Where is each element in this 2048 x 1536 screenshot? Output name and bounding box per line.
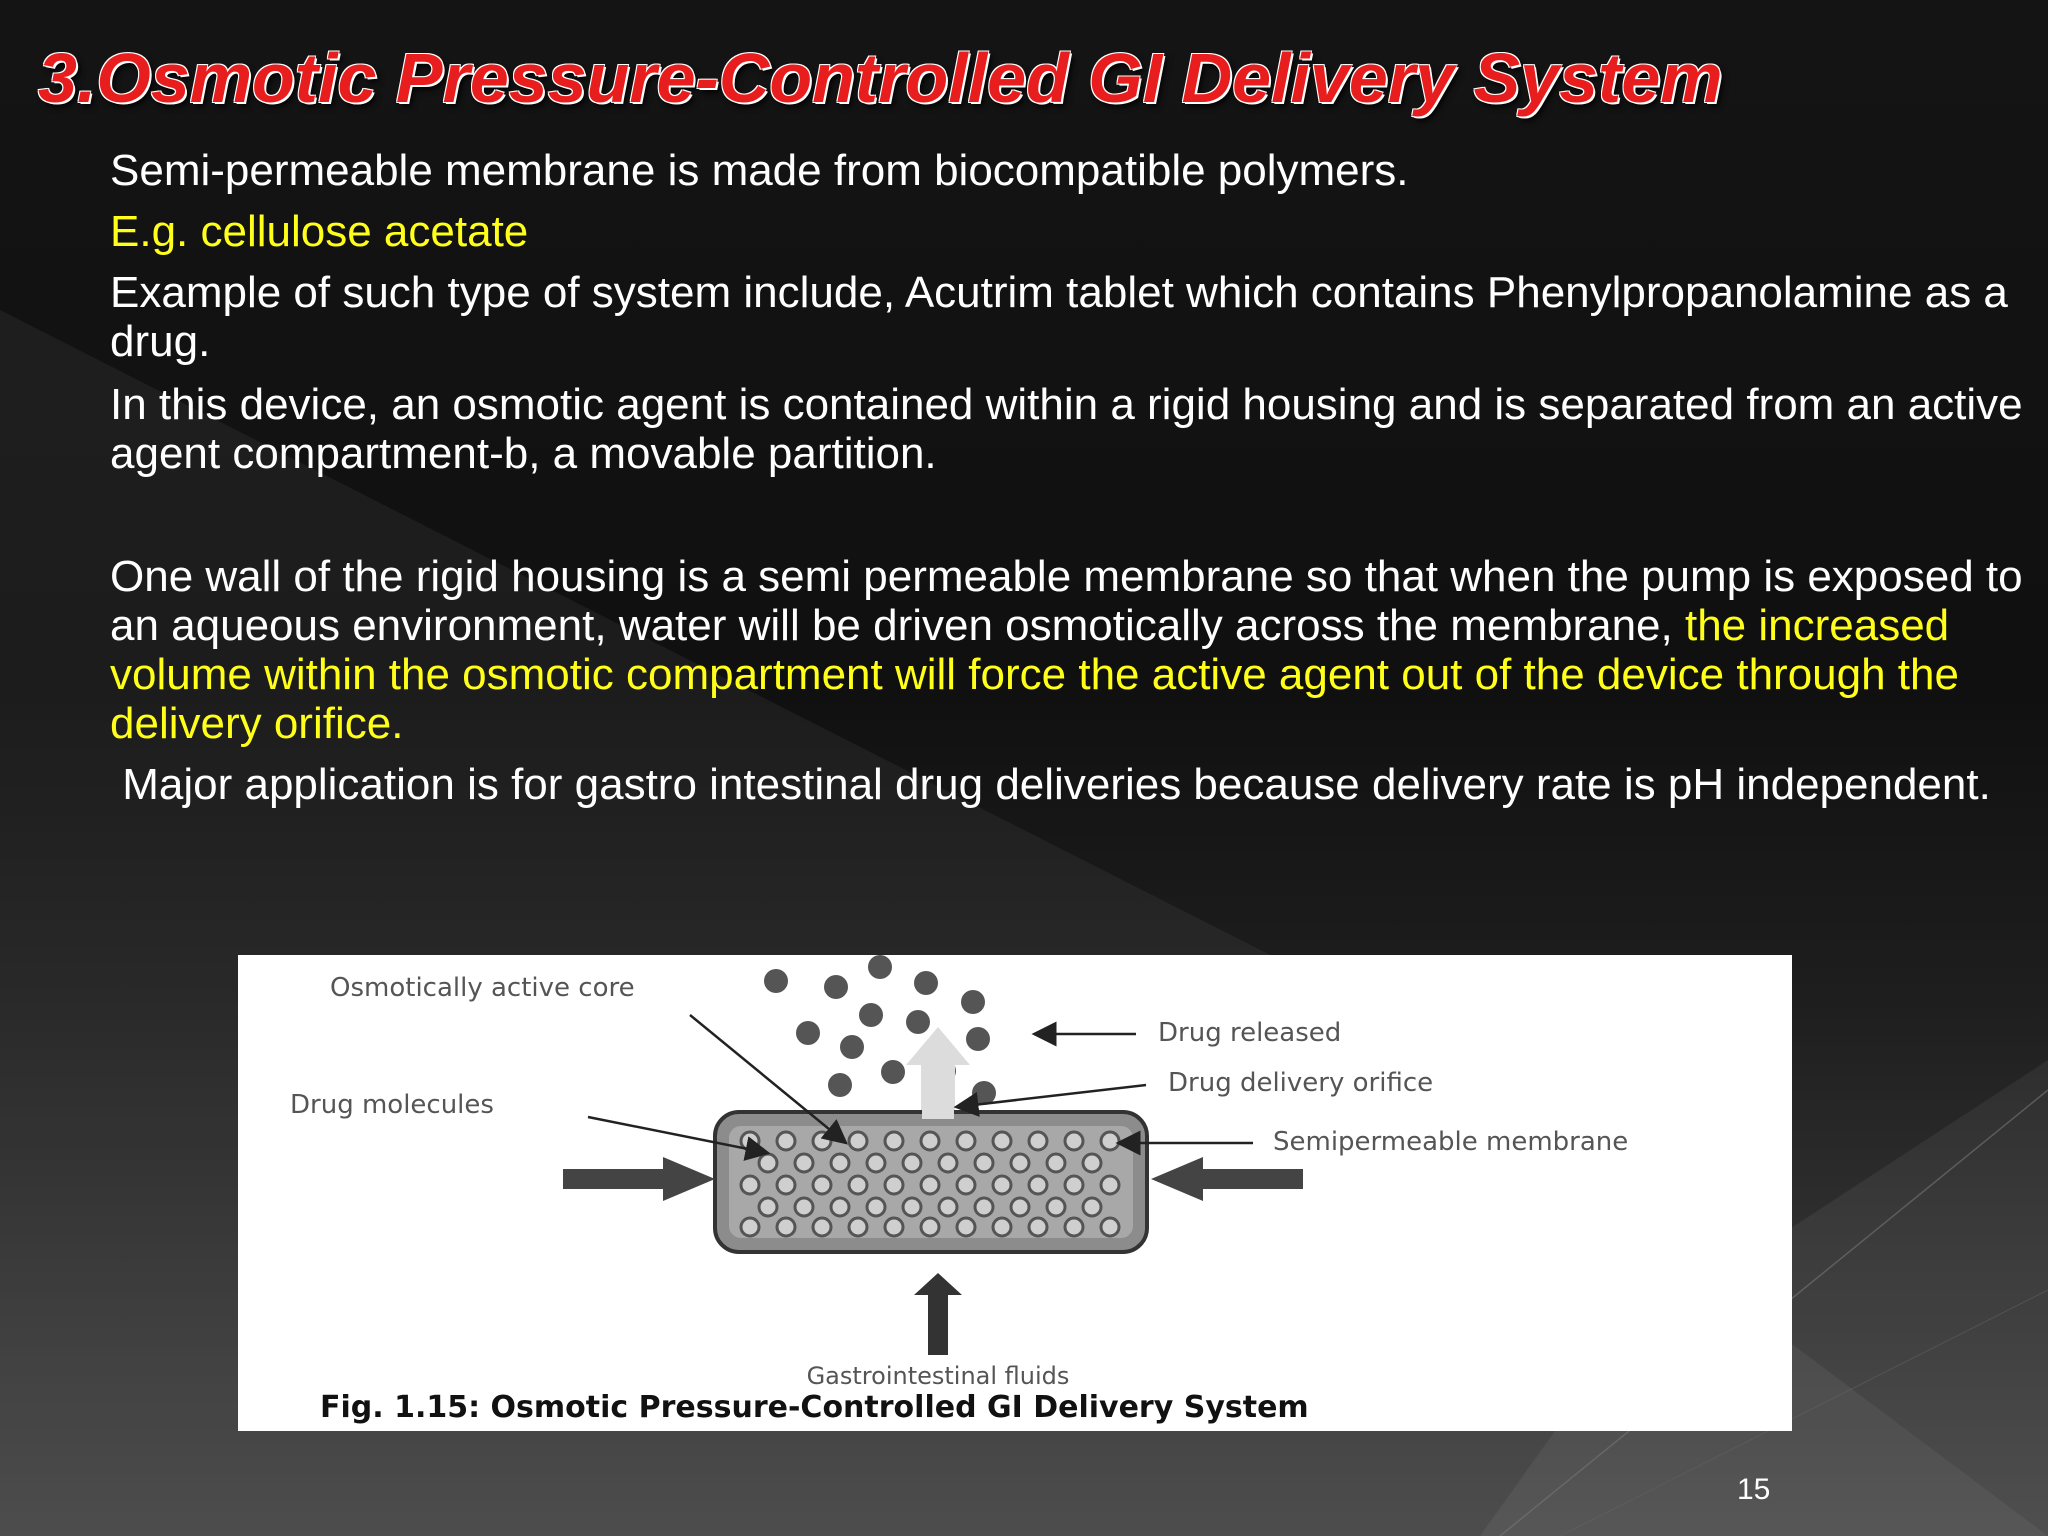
drug-molecule (937, 1152, 959, 1174)
released-particle (828, 1073, 852, 1097)
drug-molecule (937, 1196, 959, 1218)
drug-molecule (793, 1196, 815, 1218)
drug-molecule (1009, 1152, 1031, 1174)
released-particle (764, 969, 788, 993)
drug-molecule (775, 1174, 797, 1196)
drug-molecule (847, 1216, 869, 1238)
drug-molecule (1081, 1196, 1103, 1218)
label-drug-released: Drug released (1158, 1018, 1341, 1048)
drug-molecule (811, 1174, 833, 1196)
figure-image: Osmotically active core Drug released Dr… (238, 955, 1792, 1431)
drug-molecule (901, 1196, 923, 1218)
label-semipermeable-membrane: Semipermeable membrane (1273, 1127, 1628, 1157)
drug-molecule (1099, 1174, 1121, 1196)
water-arrow-right (1151, 1157, 1303, 1201)
drug-molecule (1063, 1130, 1085, 1152)
paragraph-application: Major application is for gastro intestin… (110, 760, 2030, 809)
released-particle (824, 975, 848, 999)
drug-molecule (991, 1216, 1013, 1238)
released-particle (881, 1060, 905, 1084)
slide-title: 3.Osmotic Pressure-Controlled GI Deliver… (38, 39, 1723, 117)
drug-molecule (1045, 1196, 1067, 1218)
released-particle (859, 1003, 883, 1027)
drug-molecule (739, 1174, 761, 1196)
osmotic-pump-diagram: Osmotically active core Drug released Dr… (290, 955, 1628, 1425)
drug-molecule (775, 1216, 797, 1238)
drug-molecule (991, 1174, 1013, 1196)
drug-molecule (883, 1130, 905, 1152)
core-drug-molecules (739, 1130, 1121, 1238)
released-particle (914, 971, 938, 995)
figure-caption: Fig. 1.15: Osmotic Pressure-Controlled G… (320, 1390, 1309, 1425)
drug-molecule (955, 1174, 977, 1196)
drug-molecule (955, 1130, 977, 1152)
delivery-orifice (922, 1107, 954, 1119)
paragraph-membrane: Semi-permeable membrane is made from bio… (110, 146, 1409, 195)
water-arrow-bottom (914, 1273, 962, 1355)
water-arrow-left (563, 1157, 715, 1201)
page-number: 15 (1737, 1473, 1771, 1506)
drug-molecule (955, 1216, 977, 1238)
mechanism-text: One wall of the rigid housing is a semi … (110, 552, 2023, 650)
drug-molecule (1009, 1196, 1031, 1218)
released-particle (796, 1021, 820, 1045)
paragraph-mechanism: One wall of the rigid housing is a semi … (110, 552, 2030, 748)
paragraph-acutrim-example: Example of such type of system include, … (110, 268, 2008, 366)
drug-molecule (973, 1196, 995, 1218)
drug-molecule (793, 1152, 815, 1174)
release-arrow (906, 1027, 970, 1115)
drug-molecule (1027, 1216, 1049, 1238)
drug-molecule (1027, 1174, 1049, 1196)
drug-molecule (1099, 1130, 1121, 1152)
drug-molecule (919, 1130, 941, 1152)
drug-molecule (973, 1152, 995, 1174)
label-gastrointestinal-fluids: Gastrointestinal fluids (807, 1362, 1070, 1390)
mechanism-highlight: the increased volume within the osmotic … (110, 601, 1959, 748)
drug-molecule (865, 1152, 887, 1174)
drug-molecule (1081, 1152, 1103, 1174)
label-osmotically-active-core: Osmotically active core (330, 973, 635, 1003)
released-particle (961, 990, 985, 1014)
drug-molecule (919, 1216, 941, 1238)
drug-molecule (1063, 1174, 1085, 1196)
drug-molecule (901, 1152, 923, 1174)
drug-molecule (847, 1130, 869, 1152)
label-drug-delivery-orifice: Drug delivery orifice (1168, 1068, 1433, 1098)
drug-molecule (1063, 1216, 1085, 1238)
drug-molecule (919, 1174, 941, 1196)
paragraph-device-description: In this device, an osmotic agent is cont… (110, 380, 2023, 478)
released-particle (868, 955, 892, 979)
drug-molecule (883, 1174, 905, 1196)
drug-molecule (847, 1174, 869, 1196)
released-particle (972, 1081, 996, 1105)
drug-molecule (811, 1216, 833, 1238)
drug-molecule (1045, 1152, 1067, 1174)
label-drug-molecules: Drug molecules (290, 1090, 494, 1120)
drug-molecule (757, 1152, 779, 1174)
paragraph-example-polymer: E.g. cellulose acetate (110, 207, 529, 256)
drug-molecule (1099, 1216, 1121, 1238)
drug-molecule (811, 1130, 833, 1152)
application-text: Major application is for gastro intestin… (110, 760, 1991, 809)
drug-molecule (775, 1130, 797, 1152)
released-particle (906, 1010, 930, 1034)
released-drug-particles (764, 955, 996, 1105)
drug-molecule (865, 1196, 887, 1218)
released-particle (840, 1035, 864, 1059)
drug-molecule (829, 1152, 851, 1174)
drug-molecule (739, 1216, 761, 1238)
drug-molecule (991, 1130, 1013, 1152)
drug-molecule (883, 1216, 905, 1238)
drug-molecule (757, 1196, 779, 1218)
released-particle (966, 1027, 990, 1051)
drug-molecule (829, 1196, 851, 1218)
drug-molecule (1027, 1130, 1049, 1152)
